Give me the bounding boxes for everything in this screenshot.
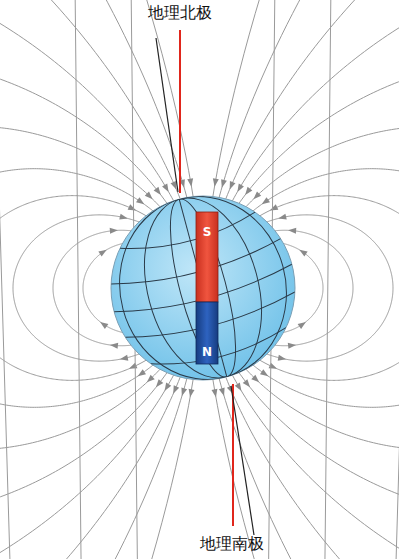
globe-grid	[90, 175, 315, 400]
north-pole-label: 地理北极	[148, 5, 212, 21]
magnet-bar	[196, 212, 218, 364]
magnet-pole-label: S	[203, 226, 212, 238]
south-pole-label: 地理南极	[200, 536, 264, 552]
earth-globe	[111, 196, 295, 380]
axis-lines	[156, 30, 254, 535]
magnet-pole-label: N	[202, 346, 212, 358]
